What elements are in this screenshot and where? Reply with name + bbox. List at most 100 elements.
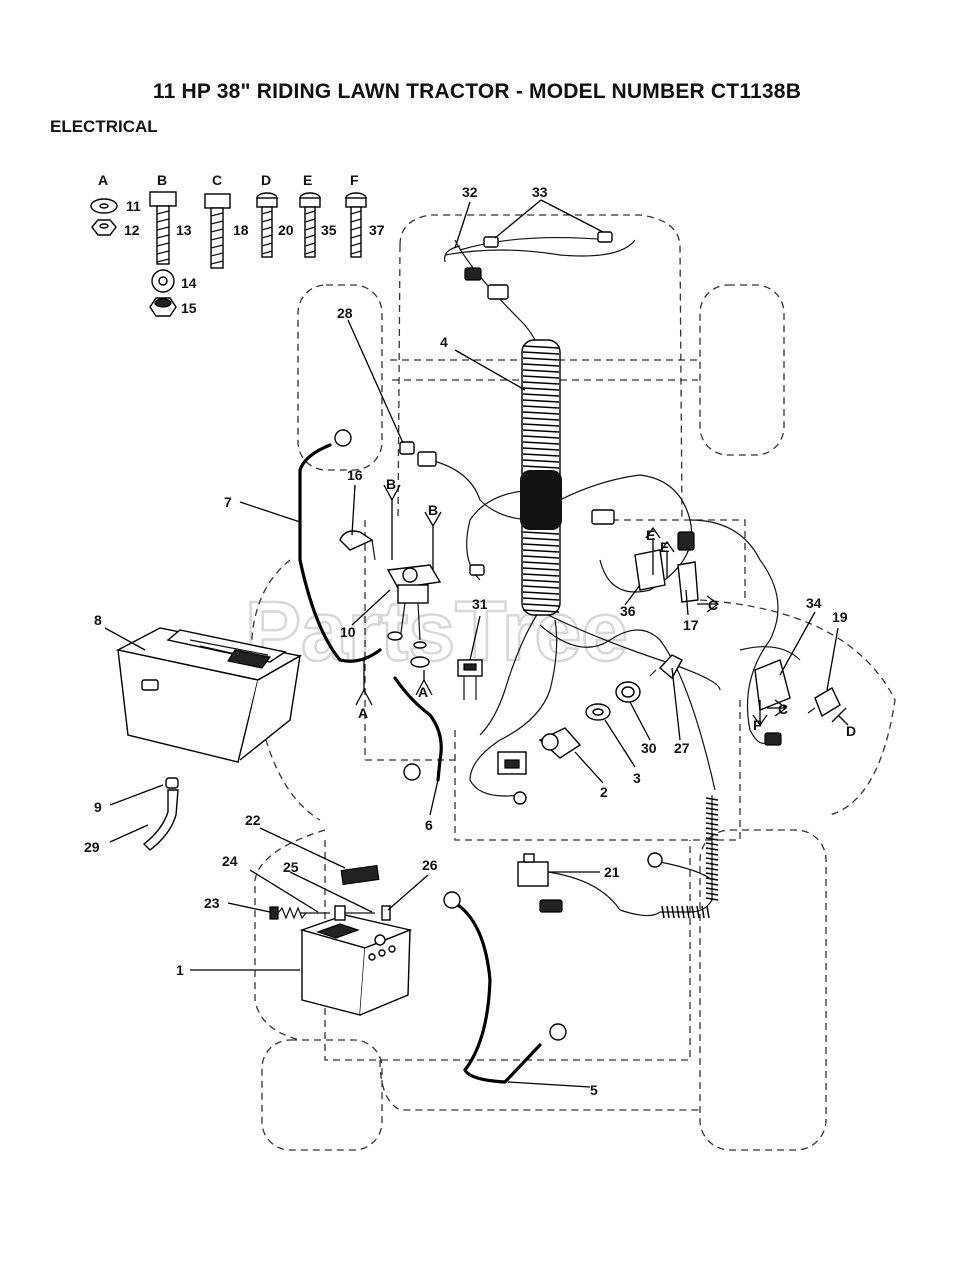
callout-26: 26	[422, 857, 438, 873]
switch-31	[457, 659, 483, 700]
callout-19: 19	[832, 609, 848, 625]
hardware-ref-a: A	[418, 684, 428, 700]
diagram-title: 11 HP 38" RIDING LAWN TRACTOR - MODEL NU…	[152, 80, 802, 103]
part-label-37: 37	[369, 222, 385, 238]
connector-block	[469, 564, 485, 576]
wire-loom	[520, 339, 562, 616]
battery	[299, 914, 413, 1016]
hardware-letter-a: A	[98, 172, 108, 188]
hardware-ref-c: C	[708, 597, 718, 613]
connector-2	[497, 751, 527, 775]
washer-icon	[410, 656, 430, 668]
ring-terminal-icon	[334, 429, 352, 447]
washer-icon	[413, 641, 427, 649]
connector-block	[591, 509, 615, 525]
hardware-ref-d: D	[846, 723, 856, 739]
hardware-letter-c: C	[212, 172, 222, 188]
wiring-harness	[429, 236, 801, 797]
hardware-letter-b: B	[157, 172, 167, 188]
part-label-15: 15	[181, 300, 197, 316]
tube-fitting	[165, 777, 179, 789]
switch-27	[649, 654, 683, 680]
callout-23: 23	[204, 895, 220, 911]
part-label-14: 14	[181, 275, 197, 291]
leader-lines	[104, 199, 839, 1088]
hardware-ref-arrows	[355, 484, 849, 727]
grommet	[615, 681, 641, 703]
hardware-ref-c: C	[778, 701, 788, 717]
callout-7: 7	[224, 494, 232, 510]
watermark: PartsTree	[245, 584, 628, 678]
switch-19	[807, 687, 841, 718]
callout-31: 31	[472, 596, 488, 612]
bolt-icon	[149, 191, 177, 265]
callout-2: 2	[600, 784, 608, 800]
solenoid	[517, 853, 661, 917]
part-label-11: 11	[126, 198, 141, 214]
lock-nut-icon	[149, 297, 177, 317]
bracket-17	[677, 561, 699, 603]
vent-tube	[142, 789, 179, 851]
callout-1: 1	[176, 962, 184, 978]
hex-nut-icon	[91, 219, 117, 236]
callout-4: 4	[440, 334, 448, 350]
ring-terminal-icon	[403, 763, 421, 781]
callout-24: 24	[222, 853, 238, 869]
tractor-outline	[250, 214, 896, 1151]
callout-32: 32	[462, 184, 478, 200]
screw-icon	[256, 192, 278, 258]
hardware-ref-f: F	[753, 717, 762, 733]
hardware-ref-a: A	[358, 705, 368, 721]
callout-10: 10	[340, 624, 356, 640]
screw-icon	[345, 192, 367, 258]
part-label-35: 35	[321, 222, 337, 238]
connector-block	[677, 531, 695, 551]
hardware-ref-e: E	[660, 539, 669, 555]
hardware-ref-b: B	[428, 502, 438, 518]
battery-box	[115, 627, 302, 763]
ring-terminal-icon	[549, 1023, 567, 1041]
callout-9: 9	[94, 799, 102, 815]
callout-5: 5	[590, 1082, 598, 1098]
coiled-wire	[647, 795, 719, 919]
callout-22: 22	[245, 812, 261, 828]
oil-pressure-switch	[538, 727, 582, 759]
ignition-switch	[339, 530, 442, 641]
bracket-36	[634, 549, 666, 591]
bolt-icon	[204, 193, 231, 269]
washer-icon	[387, 631, 403, 641]
lock-washer-icon	[151, 269, 175, 293]
diagram-subtitle: ELECTRICAL	[50, 117, 158, 136]
callout-labels: 1 2 3 4 5 6 7 8 9 10 16 17 19 21 22 23 2…	[84, 184, 856, 1098]
ground-cable	[298, 443, 382, 663]
hardware-letter-f: F	[350, 172, 359, 188]
callout-21: 21	[604, 864, 620, 880]
callout-28: 28	[337, 305, 353, 321]
callout-34: 34	[806, 595, 822, 611]
callout-25: 25	[283, 859, 299, 875]
washer-icon	[90, 198, 118, 214]
callout-16: 16	[347, 467, 363, 483]
battery-hardware	[269, 864, 391, 921]
connector-28	[399, 441, 437, 467]
battery-cable	[393, 676, 443, 782]
part-label-13: 13	[176, 222, 192, 238]
screw-icon	[299, 192, 321, 258]
ring-terminal-icon	[513, 791, 527, 805]
callout-17: 17	[683, 617, 699, 633]
part-label-12: 12	[124, 222, 140, 238]
hardware-ref-e: E	[646, 527, 655, 543]
ring-terminal-icon	[443, 891, 461, 909]
callout-3: 3	[633, 770, 641, 786]
headlight-harness	[443, 231, 613, 300]
battery-positive-cable	[456, 903, 542, 1084]
jam-nut	[585, 703, 611, 721]
connector-block	[764, 732, 782, 746]
callout-30: 30	[641, 740, 657, 756]
callout-36: 36	[620, 603, 636, 619]
callout-6: 6	[425, 817, 433, 833]
callout-8: 8	[94, 612, 102, 628]
callout-33: 33	[532, 184, 548, 200]
callout-27: 27	[674, 740, 690, 756]
